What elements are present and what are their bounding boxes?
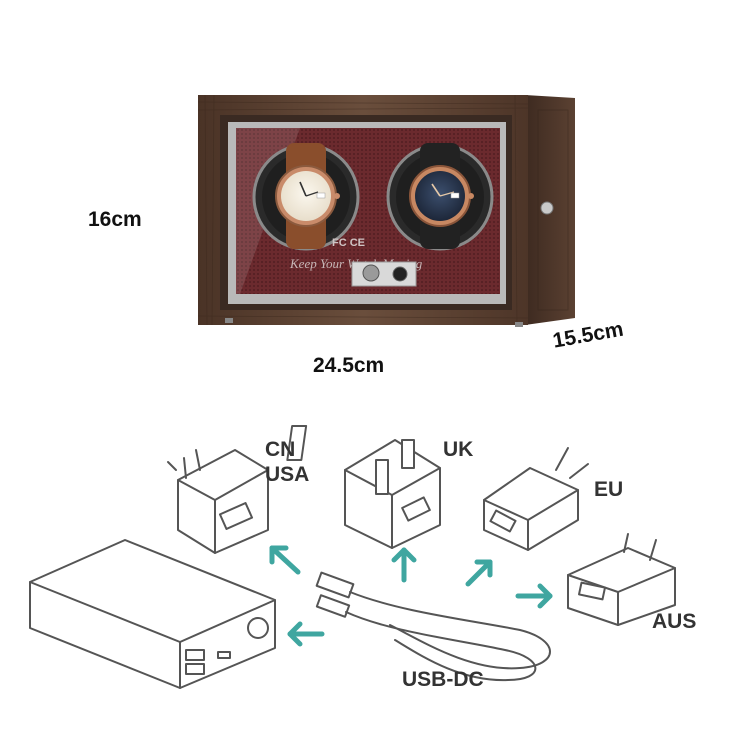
side-knob	[540, 201, 554, 215]
cert-marks: FC CE	[332, 237, 365, 249]
height-dimension-label: 16cm	[88, 208, 142, 231]
eu-adapter	[483, 447, 589, 551]
arrow-to-aus	[515, 583, 553, 609]
uk-adapter	[286, 425, 441, 549]
control-knob	[362, 264, 380, 282]
cn-usa-adapter	[167, 449, 269, 554]
label-aus: AUS	[652, 610, 697, 633]
arrow-to-uk	[391, 547, 417, 583]
label-uk: UK	[443, 438, 474, 461]
power-button	[392, 266, 408, 282]
arrow-to-eu	[465, 559, 493, 587]
label-usb-dc: USB-DC	[402, 668, 484, 691]
aus-adapter	[567, 533, 676, 626]
label-usa: USA	[265, 463, 310, 486]
label-eu: EU	[594, 478, 624, 501]
label-cn: CN	[265, 438, 296, 461]
width-dimension-label: 24.5cm	[313, 354, 385, 377]
usb-dc-cable	[315, 571, 551, 682]
arrow-to-power-bank	[287, 621, 325, 647]
power-bank	[29, 539, 276, 689]
arrow-to-cn-usa	[269, 545, 301, 575]
